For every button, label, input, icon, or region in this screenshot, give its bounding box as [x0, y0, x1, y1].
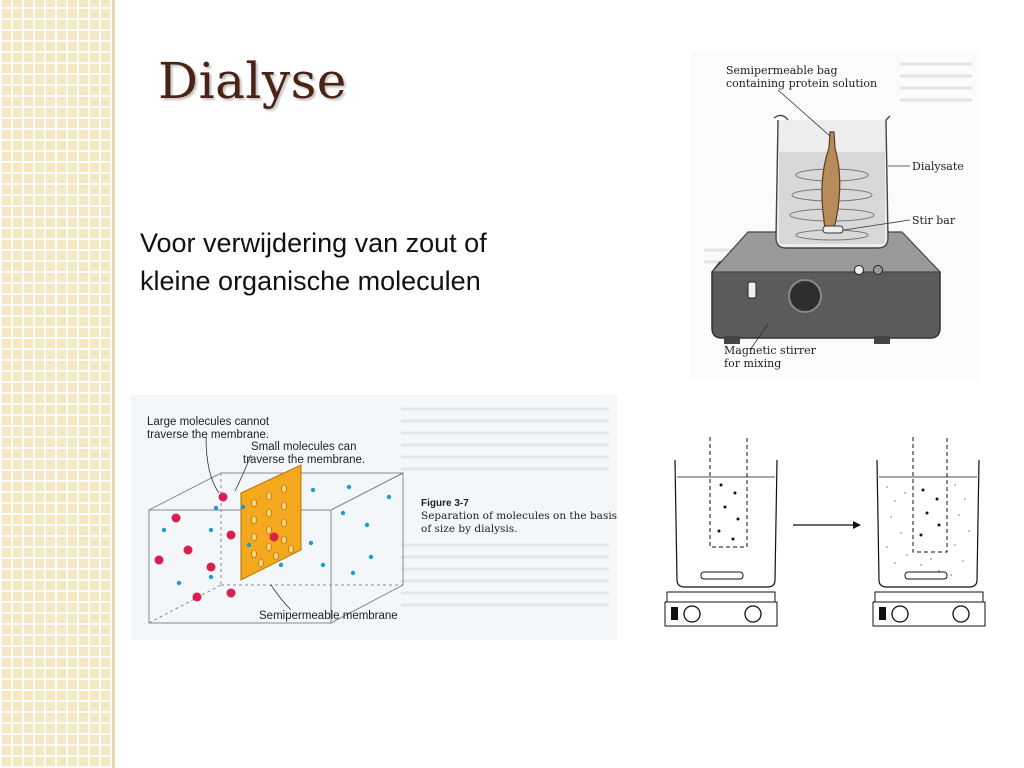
membrane-separation-drawing: Large molecules cannot traverse the memb… [131, 395, 617, 640]
beaker-before [664, 437, 778, 627]
membrane-separation-figure: Large molecules cannot traverse the memb… [131, 395, 617, 640]
dialysis-stirrer-drawing: Semipermeable bag containing protein sol… [690, 50, 980, 380]
dispersed-small-molecules [886, 484, 970, 576]
dialysis-before-after-figure [655, 435, 1000, 630]
dialysis-stirrer-figure: Semipermeable bag containing protein sol… [690, 50, 980, 380]
large-molecules [154, 492, 279, 602]
beaker-after [872, 437, 986, 627]
label-large-molecules-2: traverse the membrane. [147, 429, 269, 441]
figure-caption-line-1: Separation of molecules on the basis [421, 510, 617, 522]
stirrer-base [711, 261, 941, 339]
body-text-line-2: kleine organische moleculen [140, 266, 481, 296]
stirrer-knob [788, 279, 822, 313]
label-semipermeable-membrane: Semipermeable membrane [259, 610, 398, 622]
stir-bar [822, 225, 844, 234]
figure-caption-number: Figure 3-7 [421, 498, 469, 509]
slide-body-text: Voor verwijdering van zout of kleine org… [140, 224, 600, 300]
body-text-line-1: Voor verwijdering van zout of [140, 228, 487, 258]
decorative-side-strip [0, 0, 112, 768]
stirrer-foot-right [874, 336, 890, 344]
small-molecules [161, 484, 392, 586]
label-magnetic-stirrer-1: Magnetic stirrer [724, 344, 817, 357]
label-dialysate: Dialysate [912, 160, 964, 173]
stirrer-light-2 [873, 265, 883, 275]
stirrer-switch [747, 281, 757, 299]
right-arrow-icon [793, 521, 861, 529]
label-large-molecules-1: Large molecules cannot [147, 416, 270, 428]
label-small-molecules-1: Small molecules can [251, 441, 356, 453]
dialysis-before-after-drawing [664, 437, 986, 627]
label-semipermeable-bag-1: Semipermeable bag [726, 64, 838, 77]
figure-caption-line-2: of size by dialysis. [421, 523, 517, 535]
label-small-molecules-2: traverse the membrane. [243, 454, 365, 466]
membrane-pores [251, 484, 294, 568]
stirrer-light-1 [854, 265, 864, 275]
label-magnetic-stirrer-2: for mixing [724, 357, 781, 370]
side-strip-edge [112, 0, 115, 768]
faint-background-text [401, 407, 609, 607]
label-semipermeable-bag-2: containing protein solution [726, 77, 877, 90]
slide-title: Dialyse [158, 52, 347, 110]
label-stir-bar: Stir bar [912, 214, 956, 227]
stirrer-foot-left [724, 336, 740, 344]
